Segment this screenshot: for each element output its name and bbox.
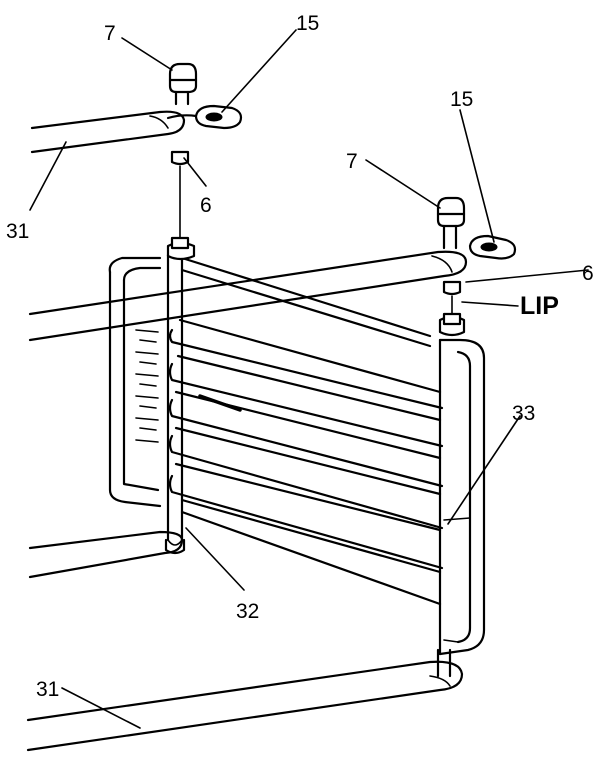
lower-left-rail: [28, 530, 184, 579]
cap-nut-7-left: [168, 62, 198, 106]
right-post-lower: [436, 648, 452, 678]
callout-6-left: 6: [200, 194, 212, 217]
top-rail-31: [30, 110, 186, 154]
callout-31-top: 31: [6, 220, 29, 243]
cap-nut-7-right: [436, 196, 466, 250]
callout-6-right: 6: [582, 262, 594, 285]
callout-7-right: 7: [346, 150, 358, 173]
left-post: [166, 253, 184, 546]
pin-6-left: [166, 150, 196, 261]
pin-6-right: [438, 280, 466, 337]
callout-33: 33: [512, 402, 535, 425]
bracket-15-left: [166, 104, 243, 130]
callout-15-left: 15: [296, 12, 319, 35]
long-crossbar: [28, 250, 468, 342]
lower-rail-31: [26, 660, 464, 752]
bracket-15-right: [468, 234, 517, 260]
callout-15-right: 15: [450, 88, 473, 111]
leader-lines: [29, 29, 589, 729]
panel-33-frame: [108, 256, 486, 656]
callout-7-left: 7: [104, 22, 116, 45]
callout-32: 32: [236, 600, 259, 623]
callout-31-bottom: 31: [36, 678, 59, 701]
callout-lip: LIP: [520, 292, 559, 320]
left-post-foot: [164, 538, 186, 555]
